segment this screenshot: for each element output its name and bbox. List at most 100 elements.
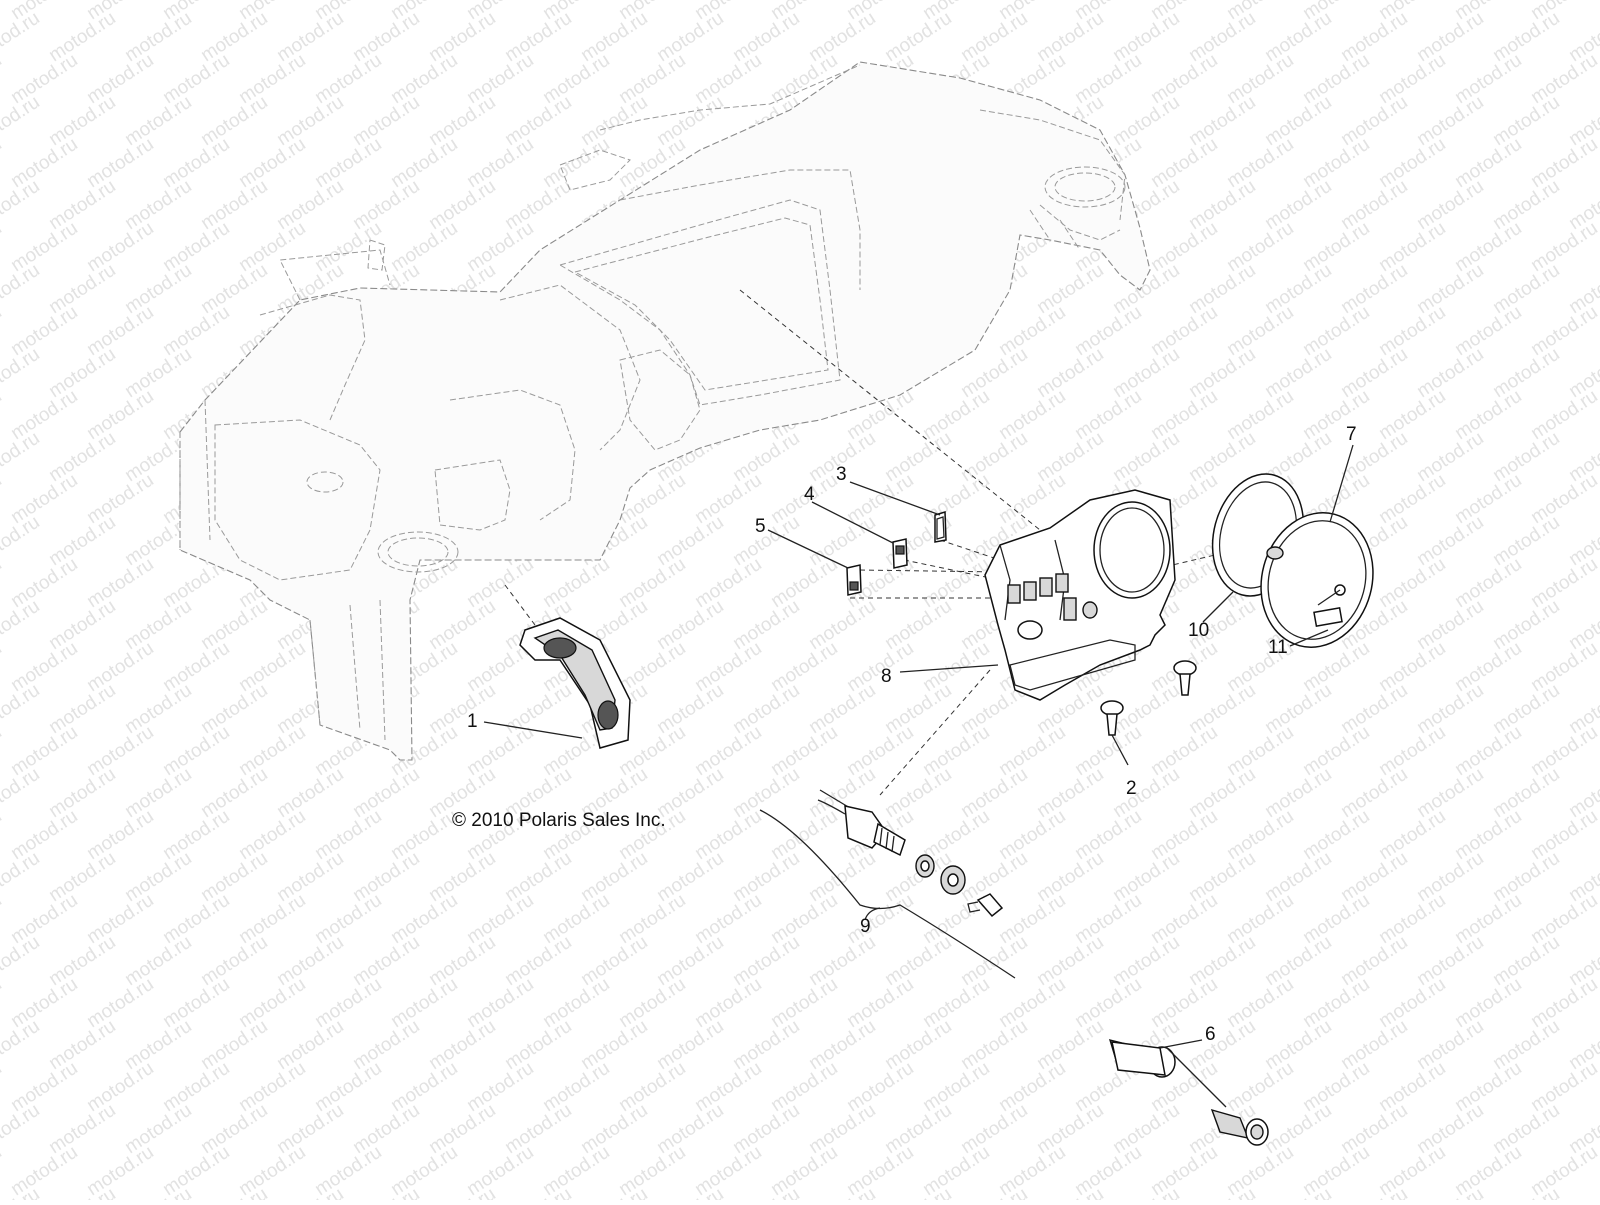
watermark-text: motod.ru [805, 1100, 879, 1158]
watermark-text: motod.ru [273, 848, 347, 906]
part-1-bezel [519, 617, 631, 749]
watermark-text: motod.ru [387, 974, 461, 1032]
watermark-text: motod.ru [577, 1100, 651, 1158]
watermark-text: motod.ru [1109, 764, 1183, 822]
watermark-text: motod.ru [653, 1016, 727, 1074]
watermark-text: motod.ru [1185, 848, 1259, 906]
watermark-text: motod.ru [767, 806, 841, 864]
watermark-text: motod.ru [7, 974, 81, 1032]
watermark-text: motod.ru [881, 428, 955, 486]
callout-5: 5 [755, 516, 766, 537]
watermark-text: motod.ru [653, 1184, 727, 1200]
watermark-text: motod.ru [235, 890, 309, 948]
watermark-text: motod.ru [1337, 1184, 1411, 1200]
watermark-text: motod.ru [235, 806, 309, 864]
watermark-text: motod.ru [1185, 260, 1259, 318]
watermark-text: motod.ru [1185, 92, 1259, 150]
watermark-text: motod.ru [83, 218, 157, 276]
watermark-text: motod.ru [425, 1016, 499, 1074]
watermark-text: motod.ru [7, 890, 81, 948]
watermark-text: motod.ru [729, 1100, 803, 1158]
watermark-text: motod.ru [121, 1016, 195, 1074]
watermark-text: motod.ru [1185, 176, 1259, 234]
watermark-text: motod.ru [463, 50, 537, 108]
watermark-text: motod.ru [1299, 974, 1373, 1032]
watermark-text: motod.ru [615, 974, 689, 1032]
watermark-text: motod.ru [1413, 428, 1487, 486]
watermark-text: motod.ru [273, 932, 347, 990]
watermark-text: motod.ru [45, 764, 119, 822]
watermark-text: motod.ru [1033, 8, 1107, 66]
watermark-text: motod.ru [1071, 890, 1145, 948]
watermark-text: motod.ru [0, 92, 44, 150]
watermark-text: motod.ru [1223, 1142, 1297, 1200]
watermark-text: motod.ru [1489, 428, 1563, 486]
watermark-text: motod.ru [235, 134, 309, 192]
watermark-text: motod.ru [1261, 764, 1335, 822]
watermark-text: motod.ru [1337, 680, 1411, 738]
watermark-text: motod.ru [881, 932, 955, 990]
watermark-text: motod.ru [1489, 1184, 1563, 1200]
watermark-text: motod.ru [0, 638, 6, 696]
watermark-text: motod.ru [311, 1142, 385, 1200]
watermark-text: motod.ru [957, 1100, 1031, 1158]
watermark-text: motod.ru [349, 92, 423, 150]
watermark-text: motod.ru [767, 1058, 841, 1116]
watermark-text: motod.ru [425, 848, 499, 906]
watermark-text: motod.ru [0, 722, 6, 780]
watermark-text: motod.ru [45, 428, 119, 486]
watermark-text: motod.ru [121, 176, 195, 234]
watermark-text: motod.ru [1451, 386, 1525, 444]
watermark-text: motod.ru [45, 260, 119, 318]
watermark-text: motod.ru [311, 218, 385, 276]
watermark-text: motod.ru [1527, 1058, 1600, 1116]
watermark-text: motod.ru [1489, 1100, 1563, 1158]
watermark-text: motod.ru [0, 1016, 44, 1074]
watermark-text: motod.ru [387, 50, 461, 108]
watermark-text: motod.ru [1375, 1058, 1449, 1116]
watermark-text: motod.ru [767, 638, 841, 696]
watermark-text: motod.ru [463, 974, 537, 1032]
watermark-text: motod.ru [1109, 932, 1183, 990]
watermark-text: motod.ru [425, 8, 499, 66]
watermark-text: motod.ru [1451, 1142, 1525, 1200]
watermark-text: motod.ru [1299, 50, 1373, 108]
watermark-text: motod.ru [197, 764, 271, 822]
watermark-text: motod.ru [1375, 806, 1449, 864]
watermark-text: motod.ru [729, 428, 803, 486]
watermark-text: motod.ru [45, 680, 119, 738]
watermark-text: motod.ru [1527, 50, 1600, 108]
watermark-text: motod.ru [919, 1058, 993, 1116]
watermark-text: motod.ru [691, 1142, 765, 1200]
watermark-text: motod.ru [1147, 1142, 1221, 1200]
watermark-text: motod.ru [767, 554, 841, 612]
watermark-text: motod.ru [0, 1100, 44, 1158]
watermark-text: motod.ru [577, 8, 651, 66]
watermark-text: motod.ru [501, 1100, 575, 1158]
watermark-text: motod.ru [1071, 1142, 1145, 1200]
watermark-text: motod.ru [1489, 344, 1563, 402]
watermark-text: motod.ru [311, 806, 385, 864]
part-2-push-rivet-b [1100, 700, 1124, 736]
watermark-text: motod.ru [995, 890, 1069, 948]
watermark-text: motod.ru [197, 8, 271, 66]
watermark-text: motod.ru [1337, 848, 1411, 906]
watermark-text: motod.ru [691, 1058, 765, 1116]
watermark-text: motod.ru [7, 1142, 81, 1200]
watermark-text: motod.ru [159, 974, 233, 1032]
watermark-text: motod.ru [501, 848, 575, 906]
callout-3: 3 [836, 464, 847, 485]
watermark-text: motod.ru [1375, 386, 1449, 444]
watermark-text: motod.ru [1413, 8, 1487, 66]
watermark-text: motod.ru [1489, 92, 1563, 150]
watermark-text: motod.ru [1337, 932, 1411, 990]
watermark-text: motod.ru [159, 722, 233, 780]
callout-9: 9 [860, 916, 871, 937]
watermark-text: motod.ru [957, 1184, 1031, 1200]
callout-10: 10 [1188, 620, 1209, 641]
watermark-text: motod.ru [1261, 92, 1335, 150]
watermark-text: motod.ru [7, 134, 81, 192]
watermark-text: motod.ru [957, 1016, 1031, 1074]
watermark-text: motod.ru [387, 890, 461, 948]
watermark-text: motod.ru [1375, 302, 1449, 360]
